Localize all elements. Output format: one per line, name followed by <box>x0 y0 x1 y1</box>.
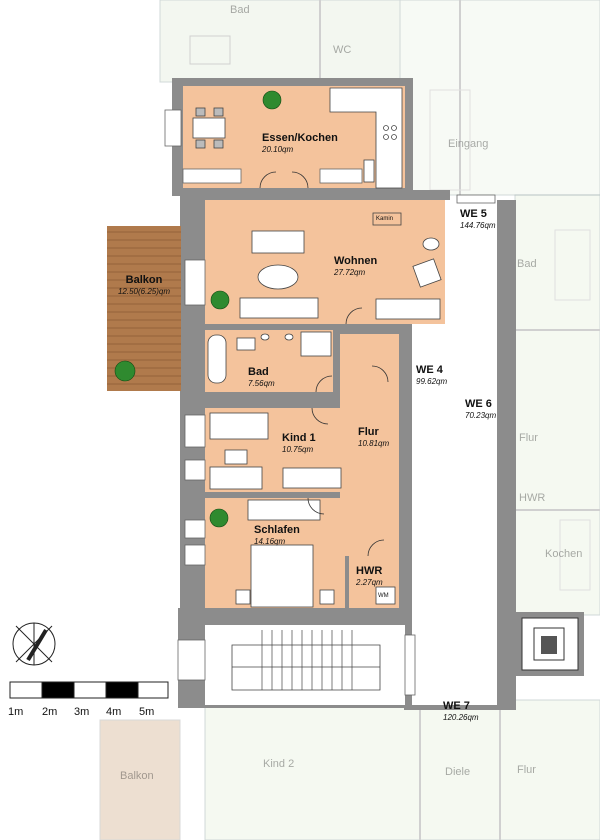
unit-label-we6: WE 6 70.23qm <box>465 398 497 420</box>
neighbor-label-hwr-right: HWR <box>519 492 546 504</box>
room-label-kind1: Kind 1 10.75qm <box>282 432 316 454</box>
neighbor-area-right <box>514 194 600 616</box>
neighbor-label-wc: WC <box>333 44 352 56</box>
unit-label-we5: WE 5 144.76qm <box>460 208 496 230</box>
plants <box>114 90 282 528</box>
neighbor-label-kind2: Kind 2 <box>263 758 295 770</box>
doors <box>259 171 389 557</box>
scale-label-5m: 5m <box>139 706 155 718</box>
stair-treads <box>261 630 353 690</box>
scale-label-3m: 3m <box>74 706 90 718</box>
room-label-wohnen: Wohnen 27.72qm <box>334 255 378 277</box>
stairwell <box>205 625 405 705</box>
room-flur <box>340 334 399 556</box>
room-label-schlafen: Schlafen 14.16qm <box>254 524 300 546</box>
scale-bar <box>9 681 169 699</box>
neighbor-label-kochen-right: Kochen <box>545 548 583 560</box>
furniture <box>192 87 442 691</box>
wm-label: WM <box>378 593 389 599</box>
room-label-balkon: Balkon 12.50(6.25)qm <box>117 274 171 296</box>
neighbor-area-top <box>159 0 600 196</box>
kamin-label: Kamin <box>376 216 394 222</box>
scale-label-4m: 4m <box>106 706 122 718</box>
north-arrow-icon <box>12 622 56 666</box>
room-label-hwr: HWR 2.27qm <box>356 565 383 587</box>
lift <box>514 612 584 676</box>
neighbor-label-flur-right: Flur <box>519 432 538 444</box>
neighbor-label-bad-top: Bad <box>230 4 250 16</box>
unit-label-we7: WE 7 120.26qm <box>443 700 479 722</box>
room-label-bad: Bad 7.56qm <box>248 366 275 388</box>
room-label-essen-kochen: Essen/Kochen 20.10qm <box>262 132 338 154</box>
neighbor-label-balkon-bottom: Balkon <box>120 770 154 782</box>
scale-label-1m: 1m <box>8 706 24 718</box>
neighbor-label-eingang: Eingang <box>448 138 489 150</box>
neighbor-label-bad-right: Bad <box>517 258 537 270</box>
unit-label-we4: WE 4 99.62qm <box>416 364 448 386</box>
scale-label-2m: 2m <box>42 706 58 718</box>
neighbor-label-diele: Diele <box>445 766 471 778</box>
room-label-flur: Flur 10.81qm <box>358 426 390 448</box>
neighbor-label-flur-bottom: Flur <box>517 764 536 776</box>
windows <box>164 109 496 696</box>
